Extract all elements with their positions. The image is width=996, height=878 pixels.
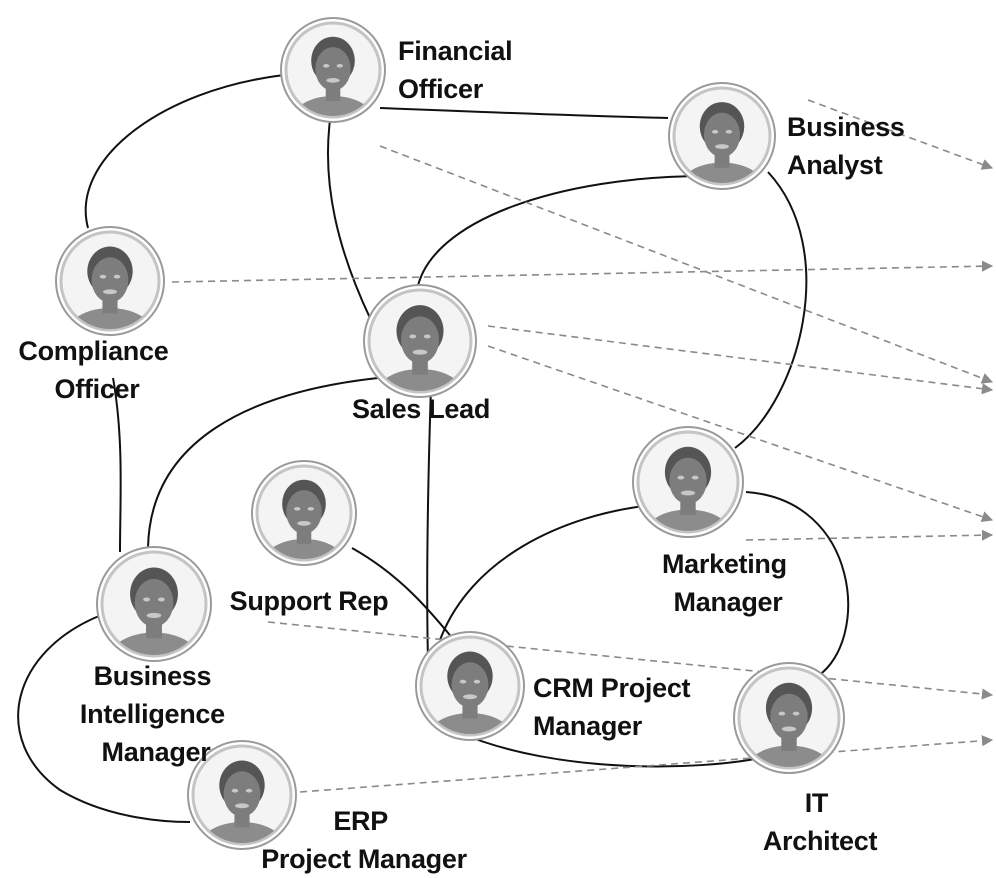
label-support-rep: Support Rep <box>230 586 389 616</box>
avatar-it-architect <box>733 662 845 774</box>
dashed-arrow-analyst-out <box>807 99 994 170</box>
avatar-support-rep <box>251 460 357 566</box>
avatar-business-analyst <box>668 82 776 190</box>
edge-bi-to-erp <box>17 613 191 823</box>
dashed-arrow-erp-out <box>299 735 994 793</box>
label-business-intelligence-manager: Business Intelligence Manager <box>80 661 232 767</box>
dashed-connections <box>171 99 994 793</box>
edge-financial-to-analyst <box>379 107 669 119</box>
edge-financial-to-saleslead <box>327 119 371 319</box>
person-avatar-icon <box>109 567 199 655</box>
dashed-arrow-saleslead-out-1 <box>487 325 994 395</box>
person-labels: Financial Officer Business Analyst Compl… <box>18 36 912 874</box>
avatar-sales-lead <box>363 284 477 398</box>
dashed-arrow-support-out <box>267 621 994 700</box>
avatar-erp-project-manager <box>187 740 297 850</box>
person-avatar-icon <box>67 246 153 329</box>
person-avatar-icon <box>427 651 513 734</box>
label-it-architect: IT Architect <box>763 788 878 856</box>
label-crm-project-manager: CRM Project Manager <box>533 673 697 741</box>
dashed-arrow-marketing-out <box>745 529 994 541</box>
edge-financial-to-compliance <box>84 74 285 229</box>
edge-crm-to-it <box>459 732 761 768</box>
avatar-business-intelligence-manager <box>96 546 212 662</box>
person-avatar-icon <box>263 479 345 559</box>
solid-connections <box>17 74 850 823</box>
label-business-analyst: Business Analyst <box>787 112 912 180</box>
edge-saleslead-to-crm <box>426 385 432 661</box>
label-erp-project-manager: ERP Project Manager <box>261 806 467 874</box>
edge-saleslead-to-bi <box>147 377 379 549</box>
edge-compliance-to-bi <box>112 377 122 553</box>
edge-analyst-to-marketing <box>734 171 808 449</box>
edge-marketing-to-it <box>745 491 850 677</box>
label-sales-lead: Sales Lead <box>352 394 490 424</box>
person-avatar-icon <box>292 36 374 116</box>
edge-analyst-to-saleslead <box>416 175 707 291</box>
avatar-financial-officer <box>280 17 386 123</box>
avatars <box>55 17 845 850</box>
avatar-marketing-manager <box>632 426 744 538</box>
avatar-crm-project-manager <box>415 631 525 741</box>
person-avatar-icon <box>746 682 832 767</box>
edge-marketing-to-crm-loop <box>439 504 653 641</box>
person-avatar-icon <box>376 305 464 391</box>
dashed-arrow-compliance-out <box>171 260 994 283</box>
label-marketing-manager: Marketing Manager <box>662 549 794 617</box>
dashed-arrow-saleslead-out-2 <box>487 345 994 523</box>
avatar-compliance-officer <box>55 226 165 336</box>
person-avatar-icon <box>680 102 764 183</box>
label-compliance-officer: Compliance Officer <box>18 336 175 404</box>
dashed-arrow-financial-out <box>379 145 994 384</box>
person-avatar-icon <box>645 446 731 531</box>
person-avatar-icon <box>199 760 285 843</box>
label-financial-officer: Financial Officer <box>398 36 520 104</box>
